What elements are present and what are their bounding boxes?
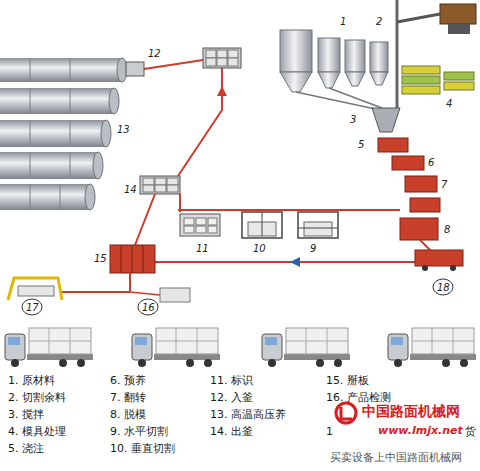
cutting-line [178, 210, 400, 238]
callout-number: 3 [350, 114, 356, 125]
callout-number: 6 [428, 157, 434, 168]
legend-item: 货 [465, 426, 476, 438]
legend-item: 15. 掰板 [326, 375, 369, 387]
watermark-slogan: 买卖设备上中国路面机械网 [330, 452, 462, 464]
legend-item: 1. 原材料 [8, 375, 55, 387]
legend-item: 14. 出釜 [210, 426, 253, 438]
callout-number: 18 [437, 282, 450, 293]
legend-item: 5. 浇注 [8, 443, 44, 455]
callout-number: 11 [196, 243, 209, 254]
legend-item: 1 [326, 426, 333, 438]
watermark-logo [336, 403, 356, 423]
callout-number: 1 [340, 16, 346, 27]
callout-number: 10 [253, 243, 266, 254]
callout-number: 2 [376, 16, 382, 27]
legend-item: 10. 垂直切割 [110, 443, 175, 455]
callout-number: 9 [310, 243, 316, 254]
callout-number: 14 [124, 184, 137, 195]
callout-number: 5 [358, 139, 364, 150]
raw-material-silos [280, 0, 476, 110]
legend-item: 2. 切割余料 [8, 392, 66, 404]
transfer-carts [126, 48, 241, 245]
legend-item: 12. 入釜 [210, 392, 253, 404]
watermark-url: www.lmjx.net [378, 425, 463, 437]
callout-number: 15 [94, 253, 107, 264]
callout-number: 13 [117, 124, 130, 135]
legend-item: 7. 翻转 [110, 392, 146, 404]
callout-number: 7 [441, 179, 447, 190]
legend-item: 16. 产品检测 [326, 392, 391, 404]
legend-item: 13. 高温高压养 [210, 409, 286, 421]
legend-item: 8. 脱模 [110, 409, 146, 421]
callout-number: 4 [446, 98, 452, 109]
autoclaves [0, 58, 127, 210]
legend-item: 3. 搅拌 [8, 409, 44, 421]
callout-number: 12 [148, 48, 161, 59]
legend-item: 11. 标识 [210, 375, 253, 387]
trucks [5, 328, 476, 367]
legend-item: 9. 水平切割 [110, 426, 168, 438]
legend-item: 6. 预养 [110, 375, 146, 387]
legend-item: 4. 模具处理 [8, 426, 66, 438]
watermark-text: 中国路面机械网 [362, 404, 460, 419]
callout-number: 16 [142, 302, 155, 313]
mixer-and-moulds [372, 108, 440, 240]
callout-number: 17 [26, 302, 39, 313]
mould-trays [402, 66, 474, 94]
return-line [8, 240, 463, 315]
callout-number: 8 [444, 224, 450, 235]
